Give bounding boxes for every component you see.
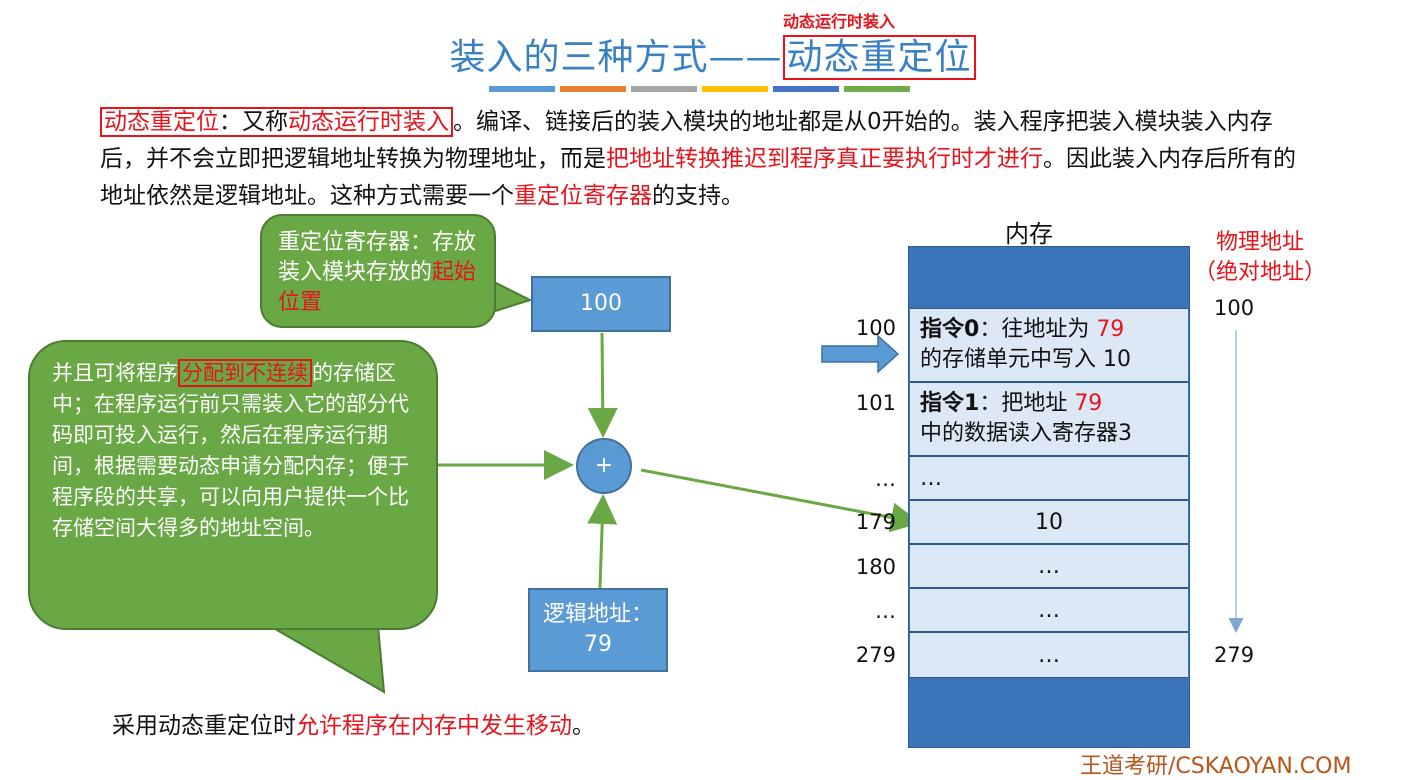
- physical-address-label-line2: （绝对地址）: [1193, 260, 1326, 285]
- memory-cell: …: [910, 544, 1188, 588]
- bottom-note-text: 采用动态重定位时: [112, 713, 296, 739]
- logical-address-label: 逻辑地址：: [542, 602, 653, 627]
- cell-text: ：往地址为: [979, 317, 1097, 342]
- logical-address-value: 79: [584, 632, 612, 657]
- memory-cell: 指令0：往地址为 79 的存储单元中写入 10: [910, 308, 1188, 382]
- intro-text: 的支持。: [652, 183, 744, 209]
- program-callout-text: 的存储区中；在程序运行前只需装入它的部分代码即可投入运行，然后在程序运行期间，根…: [52, 361, 409, 540]
- memory-address-label: 101: [855, 391, 896, 415]
- memory-address-label: …: [875, 467, 896, 491]
- intro-alias: 动态运行时装入: [288, 109, 449, 135]
- memory-address-label: 180: [855, 555, 896, 579]
- current-instruction-arrow: [821, 334, 900, 374]
- bottom-note: 采用动态重定位时允许程序在内存中发生移动。: [112, 706, 595, 740]
- register-to-adder-arrow: [587, 332, 618, 438]
- title-annotation: 动态运行时装入: [783, 12, 896, 31]
- memory-address-label: 179: [855, 510, 896, 534]
- memory-cell: 10: [910, 500, 1188, 544]
- instruction-label: 指令1: [920, 391, 980, 416]
- register-callout-emphasis: 起始位置: [278, 260, 477, 315]
- adder-circle: +: [576, 438, 632, 494]
- memory-address-label: …: [875, 599, 896, 623]
- cell-text: ：把地址: [979, 391, 1075, 416]
- memory-cell: …: [910, 456, 1188, 500]
- intro-emphasis-delay: 把地址转换推迟到程序真正要执行时才进行: [606, 146, 1043, 172]
- brand-watermark: 王道考研/CSKAOYAN.COM: [1080, 754, 1352, 779]
- program-callout-text: 并且可将程序: [52, 361, 178, 385]
- memory-address-label: 100: [855, 316, 896, 340]
- relocation-register-box: 100: [531, 276, 671, 332]
- program-callout-emphasis: 分配到不连续: [178, 359, 312, 387]
- accent-bar: [489, 86, 555, 92]
- intro-text: ：又称: [219, 109, 288, 135]
- logical-address-box: 逻辑地址： 79: [528, 588, 668, 672]
- physical-address-end: 279: [1214, 643, 1255, 667]
- accent-bar: [773, 86, 839, 92]
- physical-address-label: 物理地址 （绝对地址）: [1190, 228, 1330, 288]
- intro-text: 。因此装入内存后所有的地址依然是逻辑地址。这种方式需要一个: [100, 146, 1296, 209]
- logical-to-adder-arrow: [587, 494, 618, 589]
- physical-address-label-line1: 物理地址: [1215, 230, 1304, 255]
- instruction-label: 指令0: [920, 317, 980, 342]
- slide-title: 装入的三种方式——动态重定位: [0, 28, 1425, 80]
- cell-highlight: 79: [1096, 317, 1125, 342]
- intro-text: 。编译、链接后的装入模块的地址都是从0开始的。装入程序把装入模块装入内存后，并不…: [100, 109, 1273, 172]
- accent-bar: [844, 86, 910, 92]
- accent-bar: [560, 86, 626, 92]
- memory-title: 内存: [1005, 220, 1053, 248]
- program-callout-pointer: [266, 625, 386, 694]
- intro-paragraph: 动态重定位：又称动态运行时装入。编译、链接后的装入模块的地址都是从0开始的。装入…: [100, 104, 1300, 215]
- intro-emphasis-register: 重定位寄存器: [514, 183, 652, 209]
- register-callout: 重定位寄存器：存放装入模块存放的起始位置: [260, 214, 496, 328]
- bottom-note-text: 。: [572, 713, 595, 739]
- memory-cell: …: [910, 588, 1188, 632]
- adder-to-memory-arrow: [640, 468, 921, 533]
- bottom-note-emphasis: 允许程序在内存中发生移动: [296, 713, 572, 739]
- program-callout: 并且可将程序分配到不连续的存储区中；在程序运行前只需装入它的部分代码即可投入运行…: [28, 340, 438, 630]
- cell-text: 的存储单元中写入 10: [920, 347, 1131, 372]
- slide-title-prefix: 装入的三种方式——: [449, 37, 783, 78]
- intro-term: 动态重定位: [104, 109, 219, 135]
- cell-text: 中的数据读入寄存器3: [920, 421, 1132, 446]
- memory-cell: 指令1：把地址 79 中的数据读入寄存器3: [910, 382, 1188, 456]
- memory-cell: …: [910, 632, 1188, 678]
- memory-address-label: 279: [855, 643, 896, 667]
- physical-address-start: 100: [1214, 296, 1255, 320]
- accent-bar: [702, 86, 768, 92]
- accent-bar: [631, 86, 697, 92]
- slide-title-highlight: 动态重定位: [782, 35, 976, 80]
- register-callout-text: 重定位寄存器：存放装入模块存放的: [278, 230, 477, 285]
- cell-highlight: 79: [1074, 391, 1103, 416]
